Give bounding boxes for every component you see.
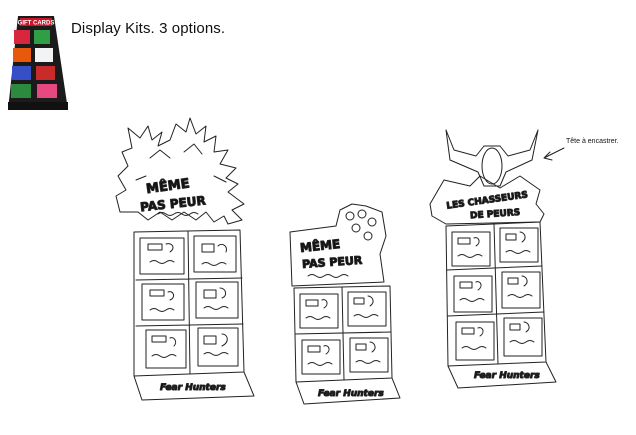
page-heading: Display Kits. 3 options. — [71, 20, 226, 37]
display-kit-3: LES CHASSEURS DE PEURS Fear Hunters — [429, 129, 565, 389]
display-kit-2: MÊME PAS PEUR Fear Hunters — [289, 203, 401, 405]
kit1-brand: Fear Hunters — [160, 383, 226, 393]
thumbnail-header: GIFT CARDS — [18, 21, 55, 27]
kit2-brand: Fear Hunters — [318, 389, 384, 399]
kit2-line2: PAS PEUR — [302, 254, 364, 271]
display-kit-1: MÊME PAS PEUR Fear Hunters — [115, 117, 255, 401]
kit3-line2: DE PEURS — [470, 208, 521, 221]
head-annotation: Tête à encastrer. — [566, 138, 619, 145]
kit2-line1: MÊME — [299, 236, 341, 255]
gift-card-display-photo: GIFT CARDS — [4, 14, 70, 114]
kit1-line1: MÊME — [145, 175, 190, 197]
kit3-brand: Fear Hunters — [474, 371, 540, 381]
